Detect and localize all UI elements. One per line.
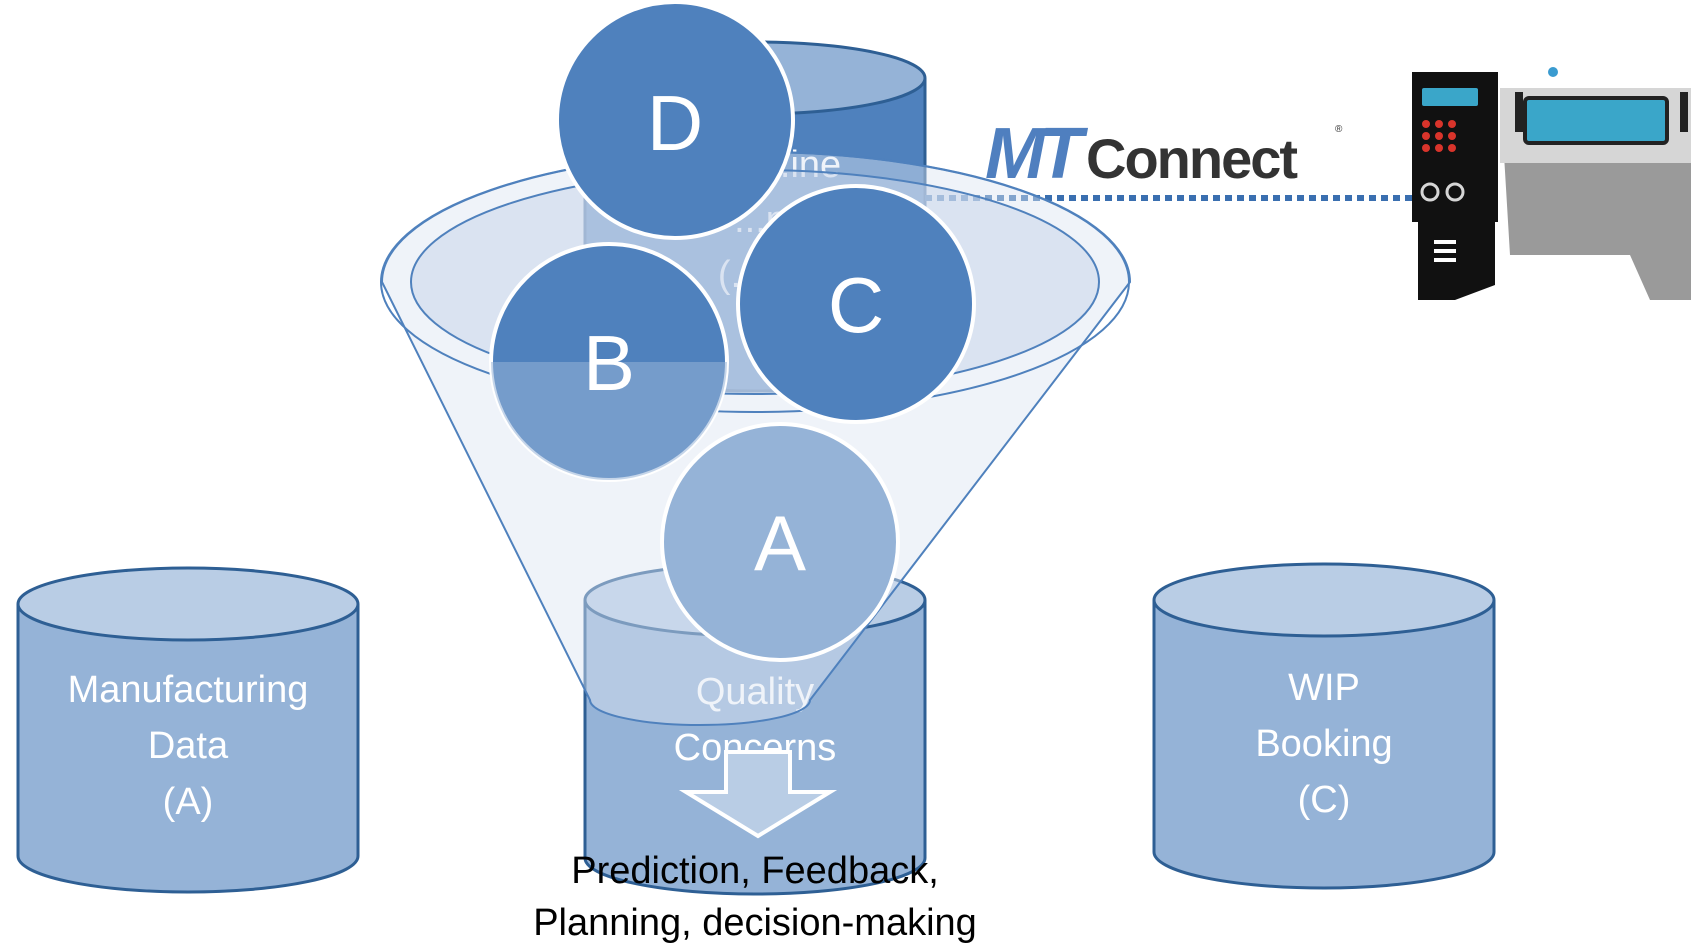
output-caption-line-1: Prediction, Feedback,: [571, 850, 939, 892]
circle-d-label: D: [647, 79, 703, 167]
wip-booking-label-2: Booking: [1255, 723, 1392, 765]
wip-booking-database: WIP Booking (C): [1152, 562, 1496, 890]
circle-b: B: [489, 242, 729, 482]
cnc-machine-icon: [1412, 67, 1691, 300]
manufacturing-data-label-2: Data: [148, 725, 229, 767]
manufacturing-data-label-1: Manufacturing: [68, 669, 309, 711]
mtconnect-logo: MT Connect ®: [985, 114, 1343, 194]
circle-c-label: C: [828, 261, 884, 349]
circle-d: D: [555, 0, 795, 240]
wip-booking-label-3: (C): [1298, 779, 1351, 821]
svg-text:®: ®: [1335, 124, 1343, 135]
logo-mt: MT: [985, 114, 1089, 194]
manufacturing-data-label-3: (A): [163, 781, 214, 823]
down-arrow-icon: [678, 750, 838, 839]
quality-concerns-label-1: Quality: [696, 671, 814, 713]
wip-booking-label-1: WIP: [1288, 667, 1360, 709]
circle-c: C: [736, 184, 976, 424]
circle-a-label: A: [754, 499, 806, 587]
circle-b-label: B: [583, 319, 635, 407]
circle-a: A: [660, 422, 900, 662]
logo-connect: Connect: [1086, 127, 1297, 190]
manufacturing-data-database: Manufacturing Data (A): [16, 566, 360, 894]
output-caption-line-2: Planning, decision-making: [533, 902, 977, 944]
